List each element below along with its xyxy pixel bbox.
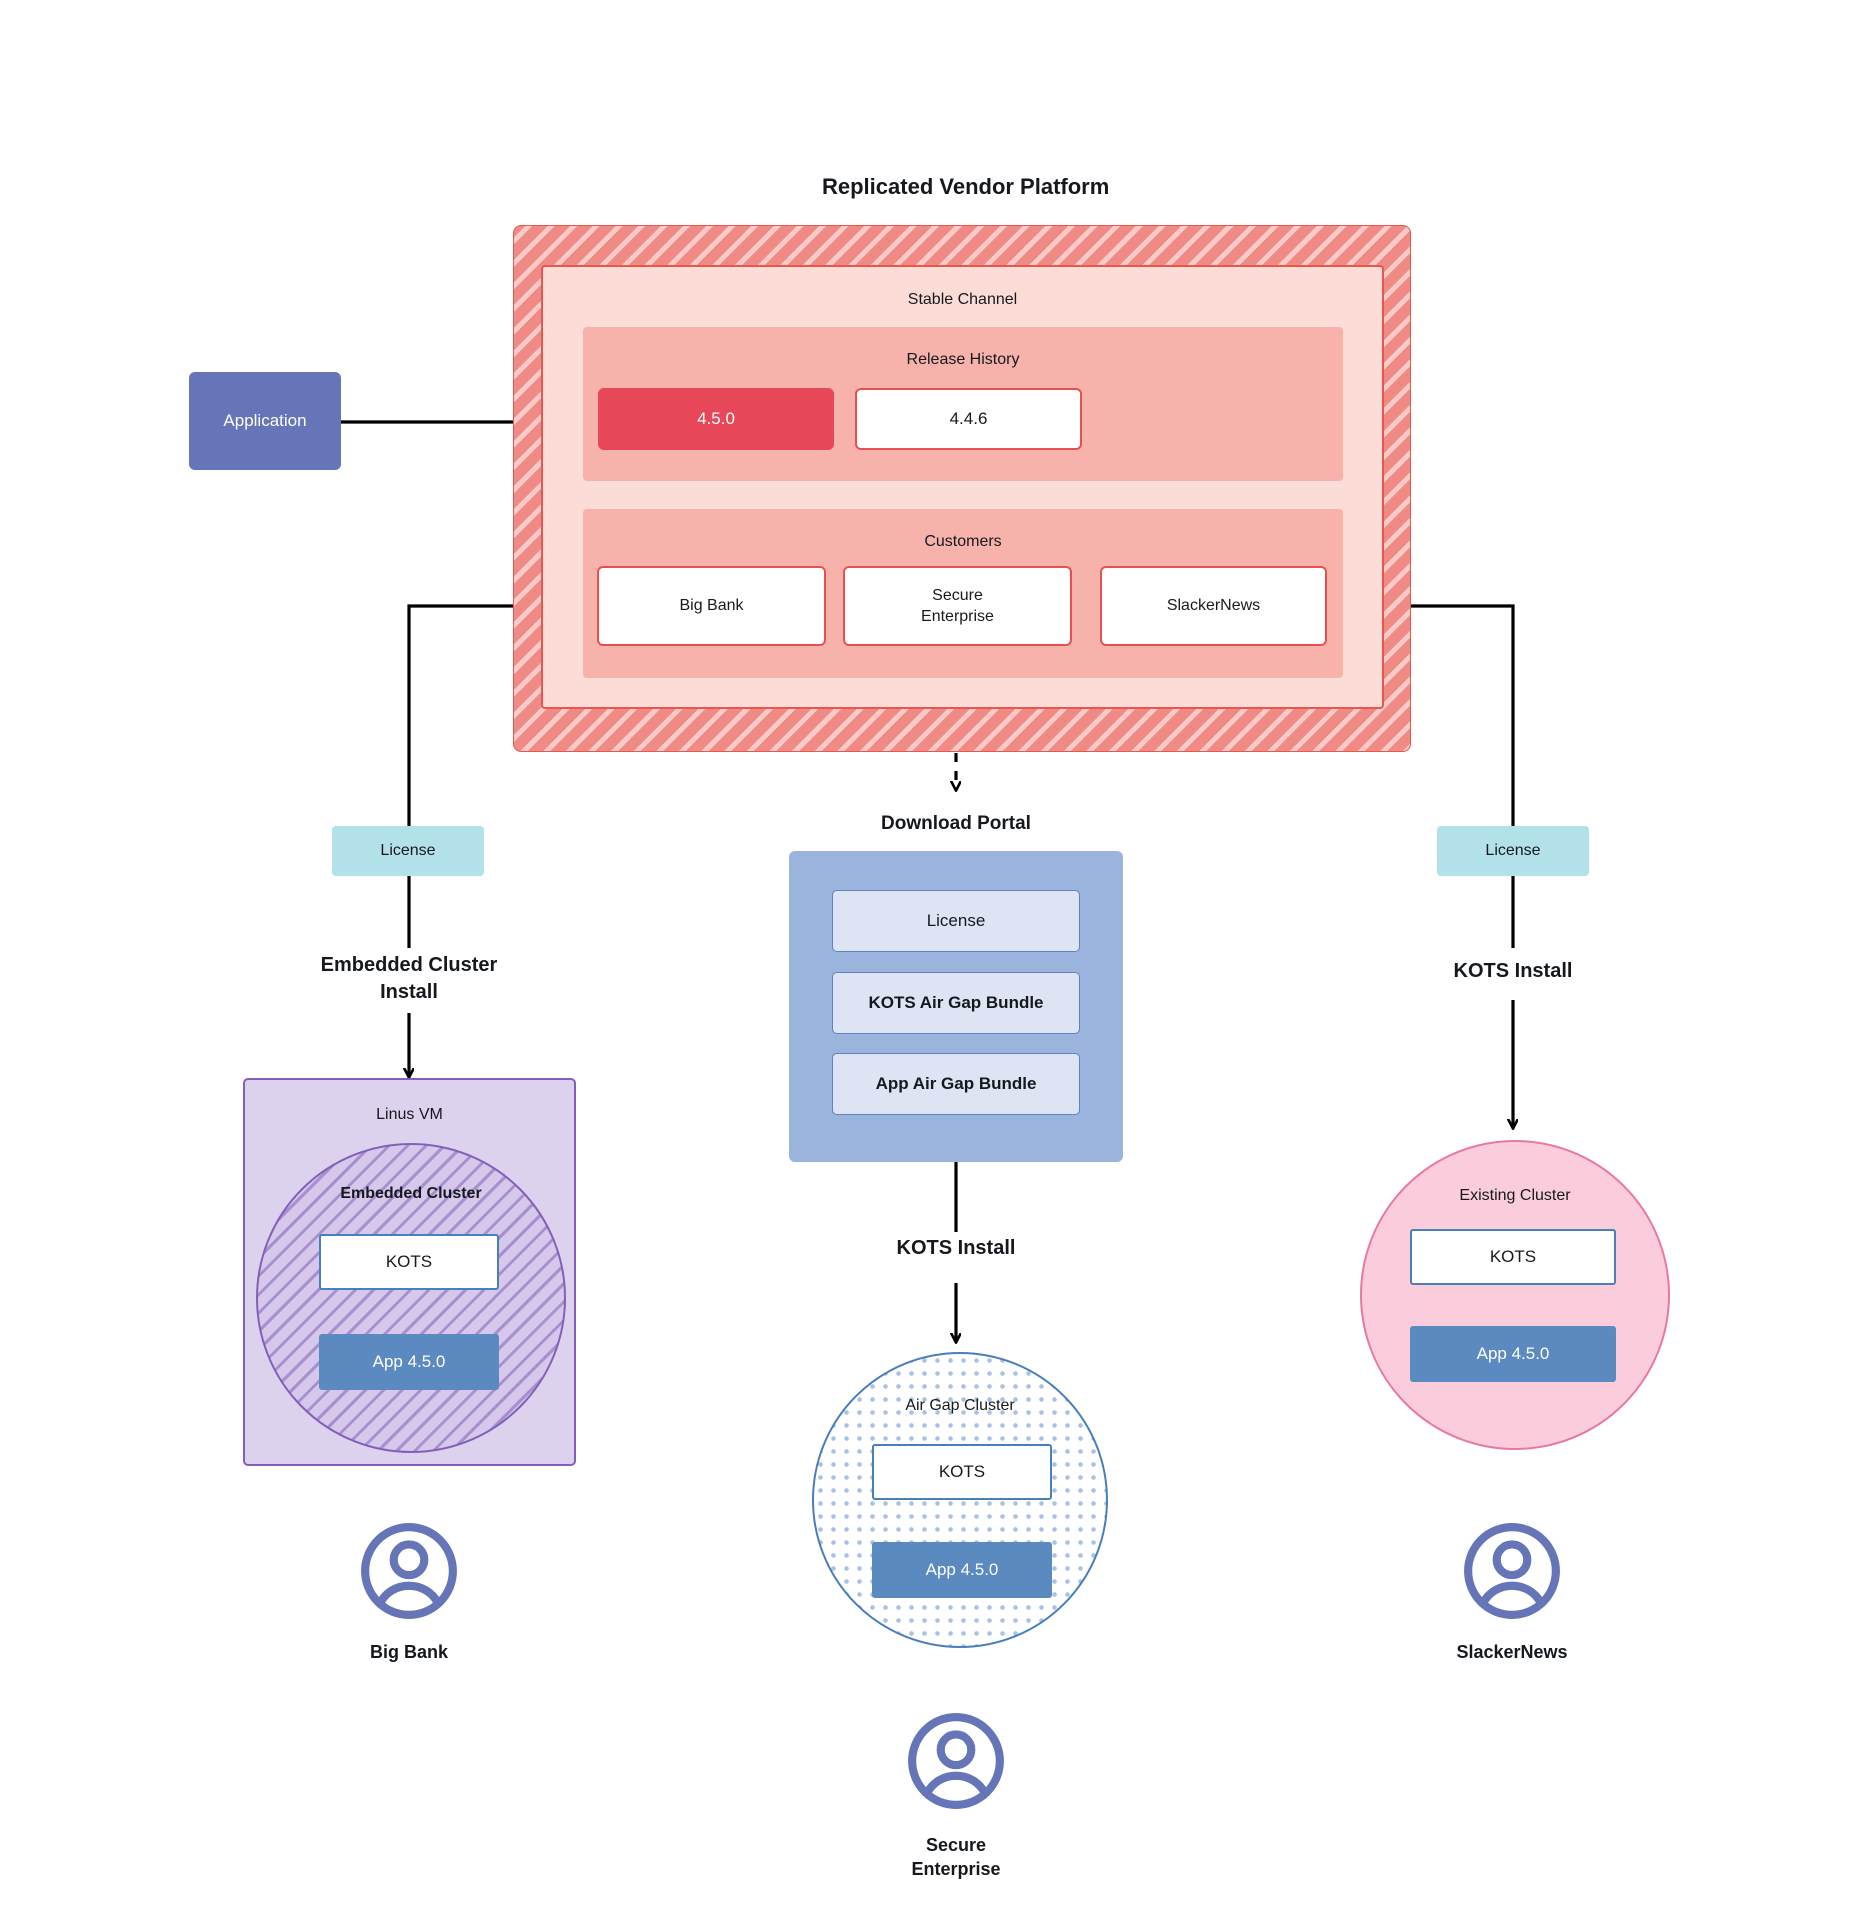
embedded-cluster-install-label: Embedded Cluster Install [320,954,498,1003]
avatar-big-bank [358,1520,460,1622]
linux-vm-label: Linus VM [376,1106,443,1123]
release-card-previous[interactable]: 4.4.6 [855,388,1082,450]
avatar-secure-enterprise [905,1710,1007,1812]
application-node[interactable]: Application [189,372,341,470]
customer-name-slackernews: SlackerNews [1456,1641,1568,1662]
user-avatar-icon [361,1523,457,1619]
customer-name-secure-enterprise: Secure Enterprise [911,1834,1001,1879]
customer-name-big-bank: Big Bank [369,1641,448,1662]
license-chip-right[interactable]: License [1437,826,1589,876]
kots-install-label-center: KOTS Install [896,1236,1016,1259]
license-chip-left[interactable]: License [332,826,484,876]
download-portal-title: Download Portal [881,813,1031,834]
release-history-label: Release History [906,351,1020,368]
stable-channel-label: Stable Channel [907,291,1018,308]
portal-item-app-air-gap-bundle[interactable]: App Air Gap Bundle [832,1053,1080,1115]
embedded-cluster-label: Embedded Cluster [340,1185,482,1202]
customer-card-slackernews[interactable]: SlackerNews [1100,566,1327,646]
existing-cluster-circle [1360,1140,1670,1450]
app-version-box-center[interactable]: App 4.5.0 [872,1542,1052,1598]
embedded-cluster-circle [256,1143,566,1453]
platform-title: Replicated Vendor Platform [822,174,1110,199]
kots-box-right[interactable]: KOTS [1410,1229,1616,1285]
portal-item-kots-air-gap-bundle[interactable]: KOTS Air Gap Bundle [832,972,1080,1034]
app-version-box-left[interactable]: App 4.5.0 [319,1334,499,1390]
kots-install-label-right: KOTS Install [1453,959,1573,982]
air-gap-cluster-circle [812,1352,1108,1648]
app-version-box-right[interactable]: App 4.5.0 [1410,1326,1616,1382]
customer-card-big-bank[interactable]: Big Bank [597,566,826,646]
release-card-active[interactable]: 4.5.0 [598,388,834,450]
existing-cluster-label: Existing Cluster [1459,1187,1571,1204]
kots-box-left[interactable]: KOTS [319,1234,499,1290]
customer-card-secure-enterprise[interactable]: Secure Enterprise [843,566,1072,646]
customers-label: Customers [924,533,1002,550]
user-avatar-icon [1464,1523,1560,1619]
portal-item-license[interactable]: License [832,890,1080,952]
air-gap-cluster-label: Air Gap Cluster [905,1397,1015,1414]
avatar-slackernews [1461,1520,1563,1622]
user-avatar-icon [908,1713,1004,1809]
kots-box-center[interactable]: KOTS [872,1444,1052,1500]
